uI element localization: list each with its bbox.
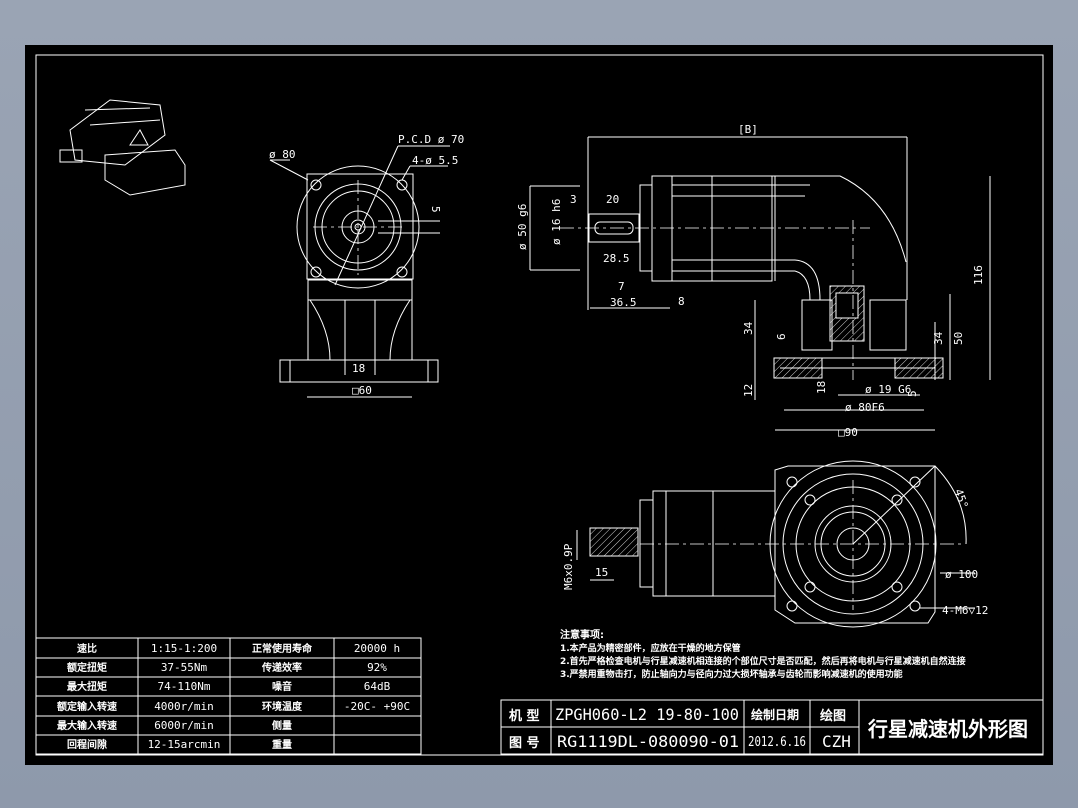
cad-drawing: ø 80 P.C.D ø 70 4-ø 5.5 5 18 □60 <box>35 54 1044 756</box>
dim-angle: 45° <box>952 487 971 510</box>
dim-8: 8 <box>678 295 685 308</box>
specs-table: 速比 1:15-1:200 正常使用寿命 20000 h 额定扭矩 37-55N… <box>35 637 422 755</box>
dim-d16: ø 16 h6 <box>550 199 563 245</box>
drawing-no-label: 图 号 <box>509 736 540 751</box>
dim-d19: ø 19 G6 <box>865 383 911 396</box>
notes: 注意事项: 1.本产品为精密部件，应放在干燥的地方保管 2.首先严格检查电机与行… <box>560 628 966 680</box>
dim-50: 50 <box>952 332 965 345</box>
spec-label: 回程间隙 <box>67 738 107 751</box>
spec-value: 1:15-1:200 <box>151 642 217 655</box>
dim-sq60: □60 <box>352 384 372 397</box>
spec-label: 重量 <box>272 738 292 751</box>
bottom-view: □90 45° ø 100 4-M6▽12 M6x0.9P 15 <box>562 426 988 628</box>
spec-label: 额定输入转速 <box>57 700 117 713</box>
drawing-sheet: ø 80 P.C.D ø 70 4-ø 5.5 5 18 □60 <box>25 45 1053 765</box>
dim-pcd: P.C.D ø 70 <box>398 133 464 146</box>
note-item: 2.首先严格检查电机与行星减速机相连接的个部位尺寸是否匹配，然后再将电机与行星减… <box>560 655 966 667</box>
drawing-border <box>35 54 1044 756</box>
spec-value: -20C- +90C <box>344 700 410 713</box>
dim-3: 3 <box>570 193 577 206</box>
model-value: ZPGH060-L2 19-80-100 <box>555 705 739 724</box>
spec-label: 速比 <box>77 642 97 655</box>
drawer-value: CZH <box>822 732 851 751</box>
dim-34-left: 34 <box>742 321 755 335</box>
dim-116: 116 <box>972 265 985 285</box>
spec-label: 最大扭矩 <box>67 680 107 693</box>
drawing-no-value: RG1119DL-080090-01 <box>557 732 739 751</box>
isometric-thumbnail <box>59 99 186 196</box>
date-value: 2012.6.16 <box>748 735 806 750</box>
dim-20: 20 <box>606 193 619 206</box>
dim-28-5: 28.5 <box>603 252 630 265</box>
dim-sq90: □90 <box>838 426 858 439</box>
spec-label: 噪音 <box>272 680 292 693</box>
dim-key-5: 5 <box>429 206 442 213</box>
spec-label: 侧量 <box>272 719 292 732</box>
spec-label: 传递效率 <box>261 661 302 674</box>
spec-value: 92% <box>367 661 387 674</box>
dim-holes: 4-ø 5.5 <box>412 154 458 167</box>
dim-5: 5 <box>906 390 919 397</box>
dim-36-5: 36.5 <box>610 296 637 309</box>
spec-value: 6000r/min <box>154 719 214 732</box>
dim-12: 12 <box>742 384 755 397</box>
spec-label: 额定扭矩 <box>67 661 107 674</box>
spec-row: 最大扭矩 74-110Nm 噪音 64dB <box>67 680 391 693</box>
note-item: 1.本产品为精密部件，应放在干燥的地方保管 <box>560 642 741 654</box>
dim-d80f6: ø 80F6 <box>845 401 885 414</box>
drawer-label: 绘图 <box>820 708 846 724</box>
dim-d50: ø 50 g6 <box>516 204 529 250</box>
dim-m6: M6x0.9P <box>562 543 575 590</box>
spec-row: 最大输入转速 6000r/min 侧量 <box>57 719 292 732</box>
spec-value: 20000 h <box>354 642 400 655</box>
spec-label: 环境温度 <box>262 700 303 713</box>
dim-6: 6 <box>775 333 788 340</box>
model-label: 机 型 <box>509 708 540 724</box>
spec-value: 74-110Nm <box>158 680 211 693</box>
note-item: 3.严禁用重物击打，防止轴向力与径向力过大损坏轴承与齿轮而影响减速机的使用功能 <box>560 668 903 680</box>
spec-row: 额定输入转速 4000r/min 环境温度 -20C- +90C <box>57 700 410 713</box>
spec-row: 速比 1:15-1:200 正常使用寿命 20000 h <box>77 642 400 655</box>
dim-7: 7 <box>618 280 625 293</box>
dim-lb: [B] <box>738 123 758 136</box>
spec-value: 12-15arcmin <box>148 738 221 751</box>
title-block: 机 型 ZPGH060-L2 19-80-100 绘制日期 图 号 RG1119… <box>500 699 1044 755</box>
dim-d80: ø 80 <box>269 148 296 161</box>
notes-title: 注意事项: <box>560 628 604 641</box>
spec-row: 回程间隙 12-15arcmin 重量 <box>67 738 292 751</box>
dim-34-right: 34 <box>932 331 945 345</box>
spec-label: 最大输入转速 <box>57 719 117 732</box>
spec-value: 64dB <box>364 680 391 693</box>
side-view: [B] ø 50 g6 ø 16 h6 3 20 28.5 7 36.5 8 1… <box>516 123 991 414</box>
date-label: 绘制日期 <box>751 707 799 722</box>
spec-row: 额定扭矩 37-55Nm 传递效率 92% <box>67 661 387 674</box>
front-view: ø 80 P.C.D ø 70 4-ø 5.5 5 18 □60 <box>269 133 464 398</box>
dim-18: 18 <box>815 381 828 394</box>
spec-value: 37-55Nm <box>161 661 208 674</box>
dim-tap: 4-M6▽12 <box>942 604 988 617</box>
dim-w18: 18 <box>352 362 365 375</box>
dim-d100: ø 100 <box>945 568 978 581</box>
dim-15: 15 <box>595 566 608 579</box>
spec-label: 正常使用寿命 <box>252 642 313 655</box>
drawing-title: 行星减速机外形图 <box>867 717 1028 741</box>
spec-value: 4000r/min <box>154 700 214 713</box>
